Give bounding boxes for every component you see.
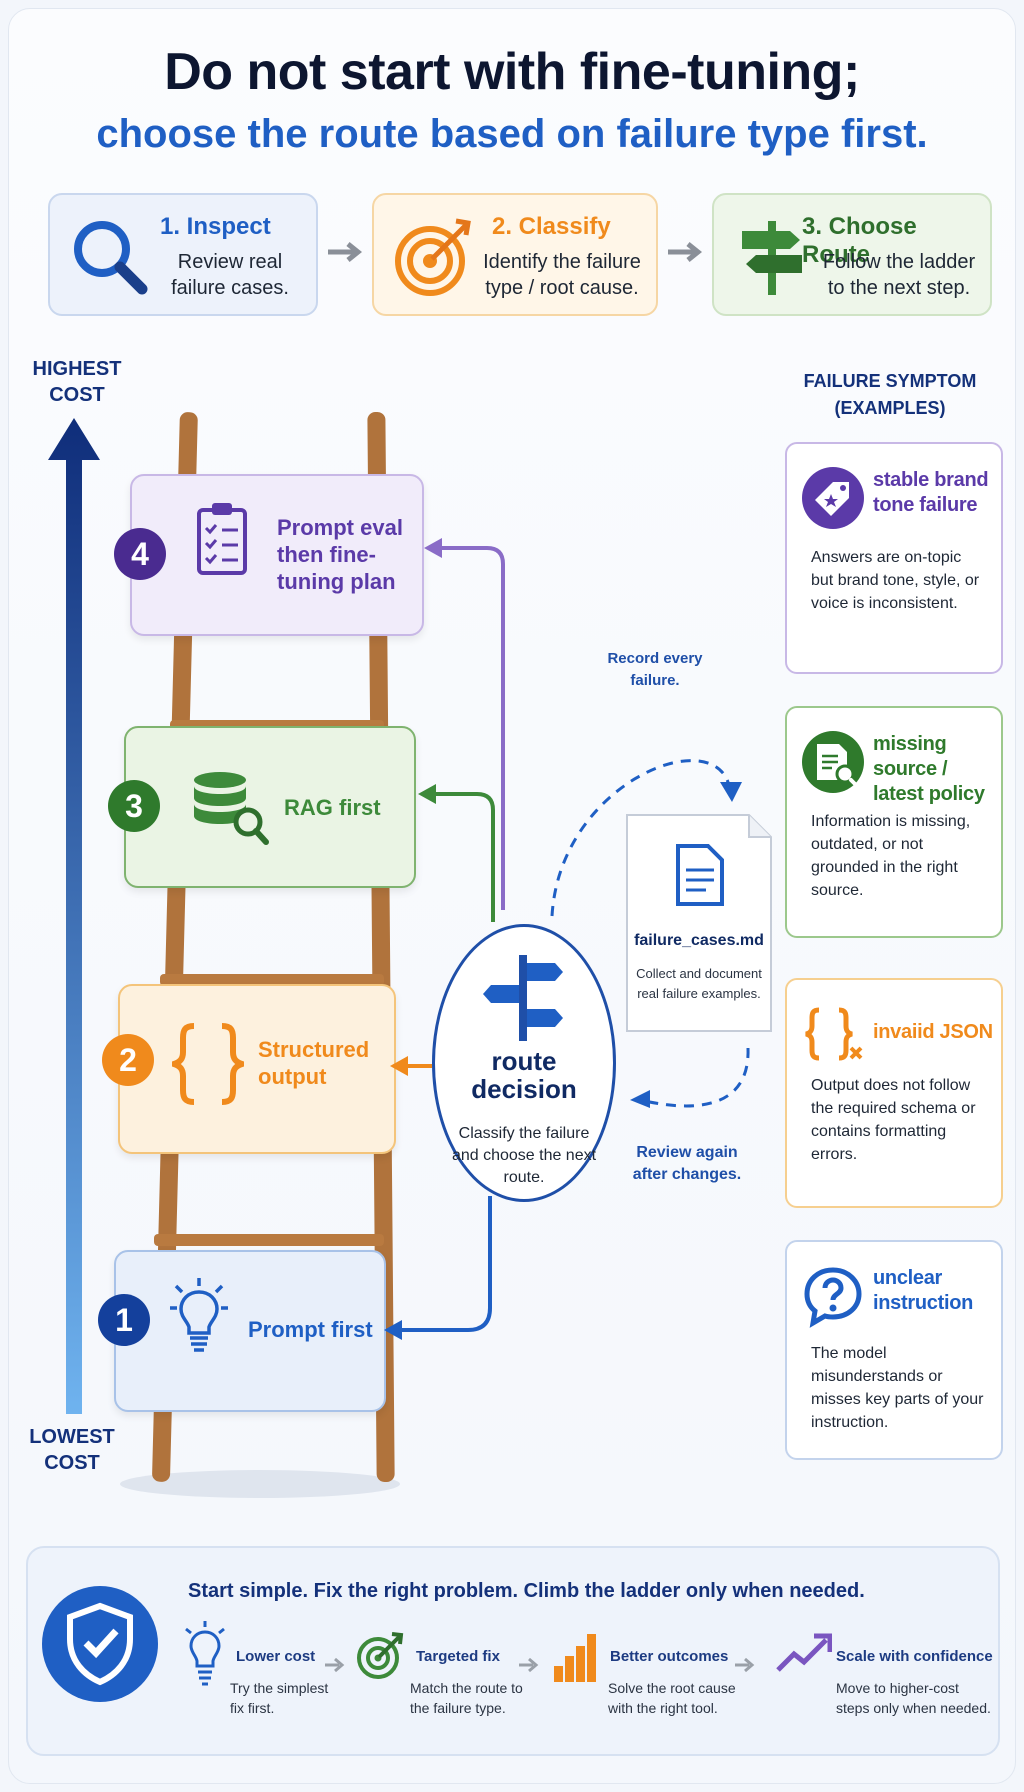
tag-star-icon [802,467,864,529]
symptom-card-unclear-instruction: unclear instruction The model misunderst… [785,1240,1003,1460]
route-connectors [384,538,750,1340]
lightbulb-icon [185,1621,225,1686]
braces-x-icon [805,1007,863,1061]
step-classify: 2. Classify Identify the failure type / … [372,193,658,316]
lightbulb-icon [170,1278,228,1352]
banner-item-title: Lower cost [236,1648,316,1665]
route-decision-desc: Classify the failure and choose the next… [451,1125,597,1186]
banner-item-desc: Solve the root cause with the right tool… [608,1680,736,1716]
symptom-card-invalid-json: invaiid JSON Output does not follow the … [785,978,1003,1208]
symptom-desc: The model misunderstands or misses key p… [811,1345,984,1431]
magnifier-icon [74,221,148,295]
trend-up-icon [776,1633,832,1672]
symptom-card-missing-source: missing source / latest policy Informati… [785,706,1003,938]
ladder-step-2: Structured output [118,984,396,1154]
cost-axis-bottom-label: LOWEST COST [29,1426,115,1474]
question-bubble-icon [804,1267,862,1328]
curly-braces-icon [172,1023,244,1105]
step-title: 1. Inspect [160,213,271,240]
route-decision-title: route decision [471,1046,577,1104]
symptom-desc: Answers are on-topic but brand tone, sty… [811,549,980,612]
arrow-right-icon [328,242,363,262]
shield-check-icon [42,1586,158,1702]
symptom-desc: Information is missing, outdated, or not… [811,813,971,899]
signpost-icon [483,955,563,1041]
banner-item-title: Scale with confidence [836,1648,993,1665]
symptom-title: invaiid JSON [873,1021,993,1043]
symptom-title: stable brand tone failure [873,469,989,516]
step-inspect: 1. Inspect Review real failure cases. [48,193,318,316]
target-icon [357,1632,404,1679]
banner-item-desc: Try the simplest fix first. [230,1680,329,1716]
bar-chart-icon [554,1634,596,1682]
ladder-step-label: RAG first [284,795,381,820]
review-label: Review again after changes. [632,1144,742,1183]
symptom-title: unclear instruction [873,1267,974,1314]
arrow-right-icon [668,242,703,262]
failure-cases-file: failure_cases.md Collect and document re… [624,812,774,1034]
document-search-icon [802,731,864,793]
record-label: Record every failure. [607,650,703,689]
route-decision-node: route decision Classify the failure and … [432,924,616,1202]
symptoms-heading: FAILURE SYMPTOM (EXAMPLES) [803,371,977,418]
step-desc: Review real failure cases. [171,251,289,299]
signpost-icon [742,221,802,295]
ladder-step-number: 3 [108,780,160,832]
cost-axis-arrow [48,418,100,1414]
banner-headline: Start simple. Fix the right problem. Cli… [188,1580,865,1602]
step-title: 3. Choose Route [802,213,917,268]
target-icon [395,218,471,296]
step-choose-route: 3. Choose Route Follow the ladder to the… [712,193,992,316]
symptom-title: missing source / latest policy [873,733,985,805]
page-subtitle: choose the route based on failure type f… [96,112,928,156]
file-page-icon [626,814,772,1032]
file-desc: Collect and document real failure exampl… [636,966,762,1001]
ladder-step-label: Prompt eval then fine-tuning plan [277,515,403,594]
arrow-right-icon [735,1657,755,1673]
ladder-step-number: 4 [114,528,166,580]
symptom-desc: Output does not follow the required sche… [811,1077,976,1163]
cost-axis-top-label: HIGHEST COST [32,358,122,406]
step-desc: Identify the failure type / root cause. [483,251,641,299]
ladder-step-label: Prompt first [248,1317,373,1342]
banner-item-title: Better outcomes [610,1648,729,1665]
database-search-icon [194,772,269,845]
ladder-step-number: 1 [98,1294,150,1346]
arrow-right-icon [519,1657,539,1673]
banner-item-desc: Match the route to the failure type. [410,1680,523,1716]
ladder-step-3: RAG first [124,726,416,888]
step-title: 2. Classify [492,213,611,240]
step-desc: Follow the ladder to the next step. [822,251,976,299]
ladder-step-4: Prompt eval then fine-tuning plan [130,474,424,636]
ladder-step-1: Prompt first [114,1250,386,1412]
summary-banner: Start simple. Fix the right problem. Cli… [26,1546,1000,1756]
ladder-step-label: Structured output [258,1037,370,1089]
file-name: failure_cases.md [634,932,764,949]
page-title: Do not start with fine-tuning; [164,43,860,101]
banner-item-title: Targeted fix [416,1648,500,1665]
arrow-right-icon [325,1657,345,1673]
symptom-card-brand-tone: stable brand tone failure Answers are on… [785,442,1003,674]
banner-item-desc: Move to higher-cost steps only when need… [836,1680,991,1716]
ladder-step-number: 2 [102,1034,154,1086]
clipboard-checklist-icon [197,503,247,575]
